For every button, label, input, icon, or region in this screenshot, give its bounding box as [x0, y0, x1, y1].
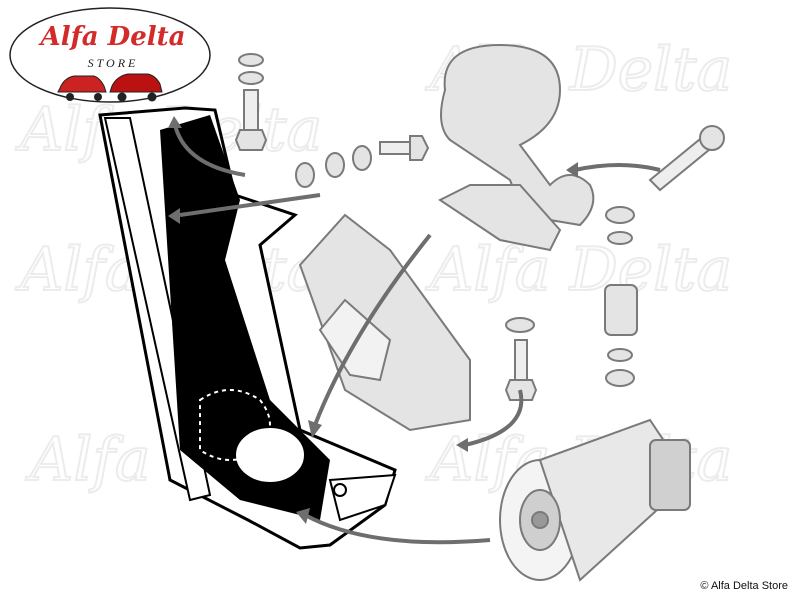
arrowhead — [168, 116, 182, 128]
bolt — [379, 135, 430, 161]
bolt — [234, 89, 268, 151]
arrow — [179, 193, 321, 217]
bracket-plate — [298, 213, 471, 432]
assembly-arrows — [173, 124, 661, 545]
nut — [605, 369, 635, 387]
arrow — [173, 124, 246, 177]
arrow — [313, 233, 432, 426]
logo-subtitle: STORE — [87, 56, 139, 70]
logo-brand: Alfa Delta — [40, 22, 186, 52]
arrow — [304, 513, 491, 545]
washer — [238, 71, 264, 85]
clamp-tab — [438, 184, 562, 252]
exploded-parts — [234, 43, 725, 582]
logo-cars — [57, 73, 163, 102]
copyright-notice: © Alfa Delta Store — [700, 580, 788, 592]
arrowhead — [168, 208, 180, 224]
nut — [605, 206, 635, 224]
washer — [505, 317, 535, 333]
washer — [607, 231, 633, 245]
watermark-text: Alfa Delta — [425, 235, 732, 305]
rubber-mount — [604, 284, 638, 336]
starter-motor — [499, 418, 692, 582]
arrow — [464, 389, 524, 447]
bolt — [648, 125, 725, 192]
logo-ellipse — [9, 7, 211, 103]
arrowhead — [308, 420, 322, 438]
washer — [325, 152, 345, 178]
bolt — [504, 339, 538, 401]
arrow — [574, 163, 661, 172]
arrowhead — [566, 162, 578, 178]
nut — [295, 162, 315, 188]
washer — [607, 348, 633, 362]
arrowhead — [296, 508, 310, 524]
arrowheads — [168, 116, 578, 524]
washer — [352, 145, 372, 171]
arrowhead — [456, 438, 468, 452]
washer — [238, 53, 264, 67]
